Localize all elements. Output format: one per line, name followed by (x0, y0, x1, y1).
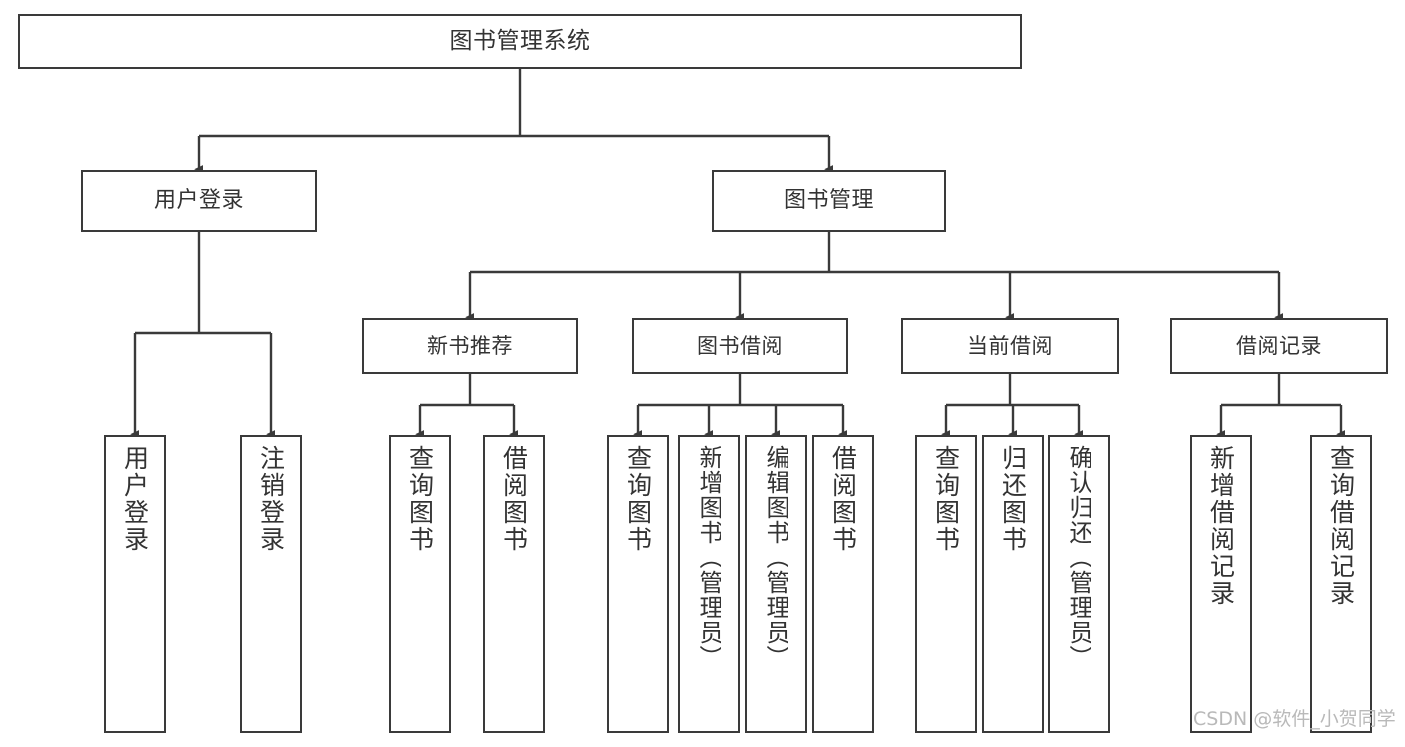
node-user-login-label: 用户登录 (153, 188, 244, 214)
node-leaf-query-record[interactable]: 查询借阅记录 (1310, 435, 1372, 733)
node-new-book-recommend-label: 新书推荐 (427, 333, 513, 358)
node-leaf-borrow-book-2[interactable]: 借阅图书 (812, 435, 874, 733)
node-book-borrow[interactable]: 图书借阅 (632, 318, 848, 374)
node-leaf-user-logout[interactable]: 注销登录 (240, 435, 302, 733)
node-new-book-recommend[interactable]: 新书推荐 (362, 318, 578, 374)
node-leaf-user-login[interactable]: 用户登录 (104, 435, 166, 733)
node-leaf-query-book-3[interactable]: 查询图书 (915, 435, 977, 733)
node-leaf-borrow-book-1[interactable]: 借阅图书 (483, 435, 545, 733)
node-leaf-query-book-1-label: 查询图书 (407, 445, 433, 553)
node-leaf-return-book-label: 归还图书 (1000, 445, 1026, 553)
node-root-book-management-system[interactable]: 图书管理系统 (18, 14, 1022, 69)
node-leaf-return-book[interactable]: 归还图书 (982, 435, 1044, 733)
node-root-label: 图书管理系统 (449, 28, 591, 55)
node-borrow-record[interactable]: 借阅记录 (1170, 318, 1388, 374)
node-leaf-confirm-return-label: 确认归还（管理员） (1067, 445, 1091, 670)
node-leaf-borrow-book-1-label: 借阅图书 (501, 445, 527, 553)
csdn-watermark: CSDN @软件_小贺同学 (1193, 708, 1396, 730)
node-book-manage-label: 图书管理 (783, 188, 874, 214)
node-leaf-query-book-2[interactable]: 查询图书 (607, 435, 669, 733)
node-leaf-query-record-label: 查询借阅记录 (1328, 445, 1354, 607)
node-leaf-edit-book[interactable]: 编辑图书（管理员） (745, 435, 807, 733)
node-current-borrow-label: 当前借阅 (967, 333, 1053, 358)
node-leaf-query-book-2-label: 查询图书 (625, 445, 651, 553)
node-book-manage[interactable]: 图书管理 (712, 170, 946, 232)
node-book-borrow-label: 图书借阅 (697, 333, 783, 358)
node-leaf-add-record[interactable]: 新增借阅记录 (1190, 435, 1252, 733)
node-current-borrow[interactable]: 当前借阅 (901, 318, 1119, 374)
node-leaf-query-book-1[interactable]: 查询图书 (389, 435, 451, 733)
node-leaf-confirm-return[interactable]: 确认归还（管理员） (1048, 435, 1110, 733)
node-leaf-add-record-label: 新增借阅记录 (1208, 445, 1234, 607)
node-user-login[interactable]: 用户登录 (81, 170, 317, 232)
node-leaf-add-book[interactable]: 新增图书（管理员） (678, 435, 740, 733)
node-leaf-edit-book-label: 编辑图书（管理员） (764, 445, 788, 670)
node-borrow-record-label: 借阅记录 (1236, 333, 1322, 358)
node-leaf-user-login-label: 用户登录 (122, 445, 148, 553)
node-leaf-add-book-label: 新增图书（管理员） (697, 445, 721, 670)
node-leaf-query-book-3-label: 查询图书 (933, 445, 959, 553)
node-leaf-borrow-book-2-label: 借阅图书 (830, 445, 856, 553)
node-leaf-user-logout-label: 注销登录 (258, 445, 284, 553)
